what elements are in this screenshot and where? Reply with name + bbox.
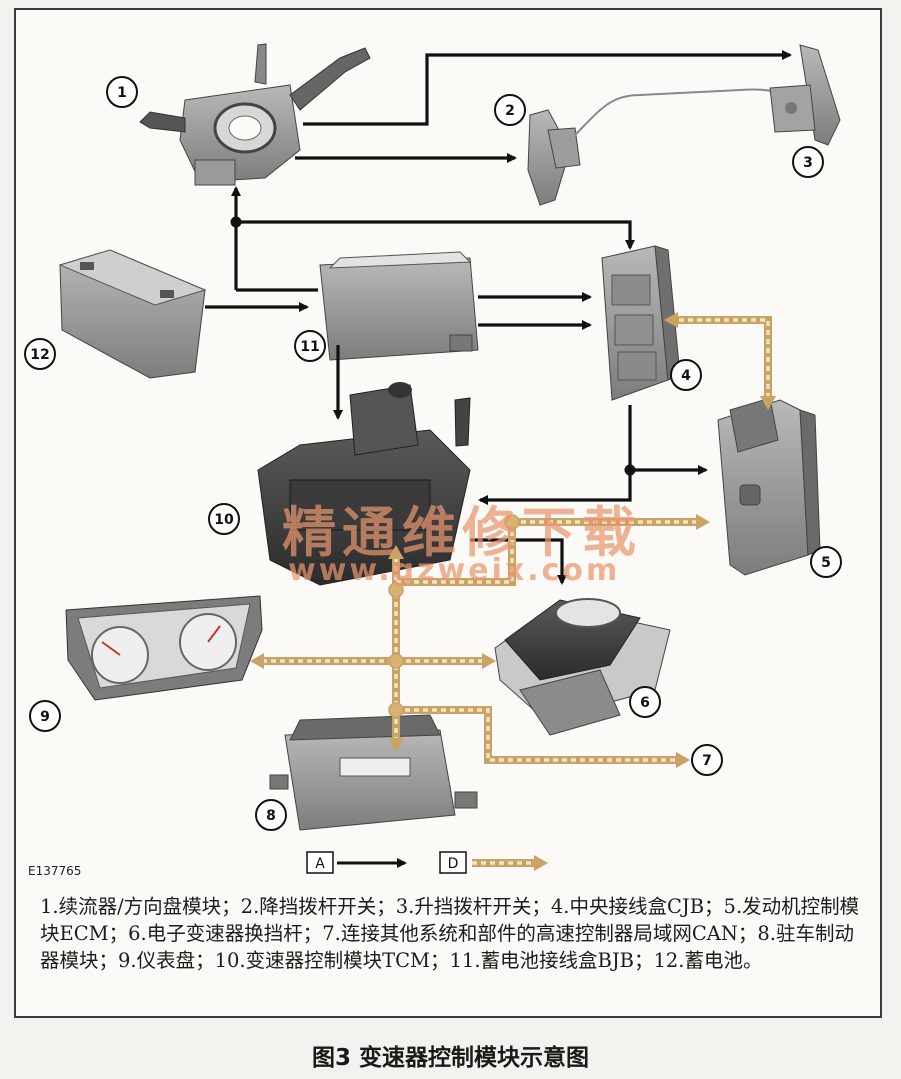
cjb-illustration <box>601 245 681 401</box>
number-label-9: 9 <box>40 709 50 725</box>
number-bubble-2 <box>494 94 526 126</box>
number-label-8: 8 <box>266 808 276 824</box>
can-junction-dots <box>388 514 520 718</box>
legend-solid-label: A <box>315 856 325 872</box>
number-label-12: 12 <box>30 347 49 363</box>
number-label-10: 10 <box>214 512 234 528</box>
number-label-6: 6 <box>640 695 650 711</box>
legend-dashed-label: D <box>448 856 459 872</box>
number-label-3: 3 <box>803 155 813 171</box>
solid-connections <box>205 50 792 585</box>
number-label-7: 7 <box>702 753 712 769</box>
component-caption: 1.续流器/方向盘模块；2.降挡拨杆开关；3.升挡拨杆开关；4.中央接线盒CJB… <box>40 895 860 972</box>
ecm-illustration <box>717 397 821 576</box>
number-bubble-7 <box>691 744 723 776</box>
legend: A D <box>306 851 548 874</box>
reference-code: E137765 <box>28 864 82 878</box>
legend-box-dashed <box>439 851 467 874</box>
downshift-paddle-illustration <box>527 88 791 206</box>
tcm-illustration <box>257 382 471 586</box>
legend-box-solid <box>306 851 334 874</box>
number-label-4: 4 <box>681 368 691 384</box>
number-bubble-4 <box>670 359 702 391</box>
number-bubble-3 <box>792 146 824 178</box>
figure-title: 图3 变速器控制模块示意图 <box>311 1045 589 1071</box>
number-label-2: 2 <box>505 103 515 119</box>
steering-module-illustration <box>139 43 371 186</box>
number-bubble-1 <box>106 76 138 108</box>
upshift-paddle-illustration <box>769 44 841 146</box>
junction-dot <box>230 216 242 228</box>
number-bubble-12 <box>24 338 56 370</box>
number-bubble-8 <box>255 799 287 831</box>
instrument-cluster-illustration <box>65 595 263 701</box>
number-bubble-9 <box>29 700 61 732</box>
number-bubble-11 <box>294 330 326 362</box>
number-bubble-5 <box>810 546 842 578</box>
battery-illustration <box>58 249 207 379</box>
gear-selector-illustration <box>494 598 671 736</box>
parking-brake-illustration <box>269 714 478 831</box>
number-label-5: 5 <box>821 555 831 571</box>
number-label-11: 11 <box>300 339 319 355</box>
bjb-illustration <box>319 251 479 361</box>
number-bubble-10 <box>208 503 240 535</box>
junction-dot <box>624 464 636 476</box>
number-label-1: 1 <box>117 85 127 101</box>
number-bubble-6 <box>629 686 661 718</box>
